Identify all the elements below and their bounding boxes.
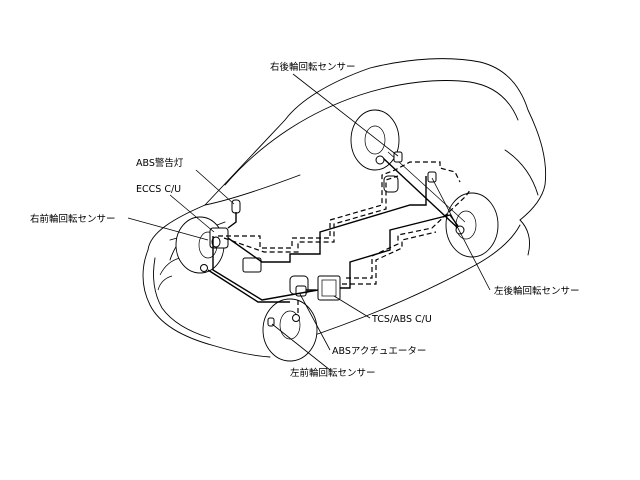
rear-right-sensor <box>375 151 403 165</box>
tcs-abs-control-unit <box>317 275 341 301</box>
leader-abs-actuator <box>299 293 331 351</box>
leader-lines <box>127 73 491 371</box>
front-left-wheel <box>262 298 318 362</box>
label-abs-warning-lamp: ABS警告灯 <box>136 157 184 169</box>
leader-abs-warning-lamp <box>195 169 235 205</box>
leader-rear-left-sensor <box>431 177 491 291</box>
leader-front-right-sensor <box>127 217 209 241</box>
leader-eccs-cu <box>169 194 215 233</box>
front-right-sensor <box>200 264 208 272</box>
leader-tcs-abs-cu <box>333 295 371 319</box>
front-left-sensor <box>267 314 300 327</box>
label-front-left-sensor: 左前輪回転センサー <box>290 367 376 379</box>
relay-box <box>242 257 262 273</box>
label-rear-left-sensor: 左後輪回転センサー <box>494 285 580 297</box>
leader-front-left-sensor <box>271 323 331 371</box>
label-front-right-sensor: 右前輪回転センサー <box>30 213 116 225</box>
label-tcs-abs-cu: TCS/ABS C/U <box>371 314 432 325</box>
leader-rear-right-sensor <box>292 73 399 157</box>
car-body-outline <box>142 58 547 358</box>
label-rear-right-sensor: 右後輪回転センサー <box>270 61 356 73</box>
eccs-control-unit <box>209 227 229 249</box>
label-abs-actuator: ABSアクチュエーター <box>332 346 426 357</box>
label-eccs-cu: ECCS C/U <box>136 184 181 195</box>
abs-warning-lamp <box>231 199 241 214</box>
wiring-harness-solid <box>207 176 459 303</box>
wiring-harness-dashed <box>218 161 471 316</box>
rear-right-wheel <box>350 109 400 171</box>
